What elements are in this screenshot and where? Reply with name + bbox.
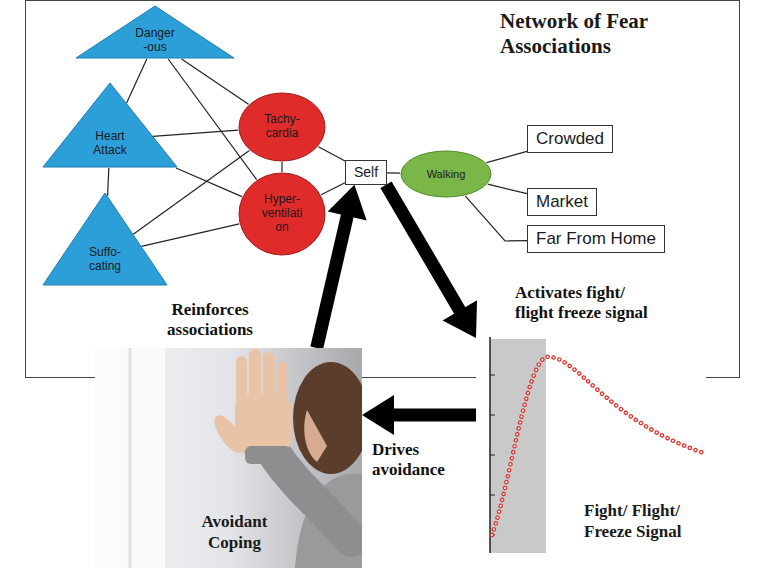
triangle-outline [76,6,234,58]
association-line [318,147,345,161]
association-line [141,224,239,247]
link-line [108,168,109,196]
self-box: Self [345,160,387,185]
node-text: Far From Home [536,229,656,249]
context-box: Crowded [527,125,613,153]
link-line [182,59,249,104]
node-text: Heart Attack [87,130,133,158]
face [304,410,327,462]
node-text: Suffo- cating [82,246,128,274]
association-line [176,168,242,197]
link-line [318,147,345,161]
axis-ticks [490,375,495,535]
sleeve-cuff [245,446,291,464]
association-line [127,59,147,103]
node-text: Self [354,164,378,181]
link-line [127,59,147,103]
link-line [321,183,345,195]
node-text: Crowded [536,129,604,149]
association-line [108,168,109,196]
thumb [209,411,249,457]
link-line [387,172,400,174]
link-line [176,168,242,197]
link-line [141,224,239,247]
photo-panel: Avoidant Coping [95,348,362,568]
symptom-ellipse: Tachy- cardia [238,92,326,162]
node-text: Danger -ous [132,27,178,55]
arrow-label: Activates fight/ flight freeze signal [515,283,660,324]
association-line [465,196,527,241]
arrow-head [362,395,394,435]
behavior-ellipse: Walking [400,150,492,198]
association-line [153,130,238,136]
arrow-head [328,185,367,221]
association-line [182,59,249,104]
window-light [95,348,165,568]
ellipse-outline [239,93,325,161]
frame-title: Network of Fear Associations [500,9,740,59]
plot-axis [489,337,491,553]
finger [277,362,288,406]
process-arrow [386,185,477,338]
triangle-outline [43,83,177,167]
node-text: Market [536,192,588,212]
association-line [487,151,528,162]
ellipse-outline [401,151,491,197]
node-text: Avoidant Coping [177,511,292,554]
arrow-head [443,300,477,338]
finger [263,352,275,404]
symptom-ellipse: Hyper- ventilati on [238,172,326,256]
context-box: Far From Home [527,225,665,253]
node-text: Fight/ Flight/ Freeze Signal [584,500,706,543]
plot-background [476,335,706,555]
arrow-label: Drives avoidance [372,440,472,481]
raised-arm [273,452,351,540]
association-line [282,162,283,172]
link-line [465,196,527,241]
link-line [488,184,527,194]
signal-plot [476,335,706,555]
arrow-shaft [317,214,348,348]
association-line [387,172,400,173]
link-line [487,151,528,162]
node-text: Walking [410,168,482,181]
arrow-shaft [386,185,461,312]
concept-triangle: Heart Attack [42,82,178,168]
finger [236,356,247,406]
context-box: Market [527,188,597,216]
association-line [321,183,345,195]
node-text: Hyper- ventilati on [257,193,307,234]
link-line [281,162,282,172]
hair [293,362,362,474]
association-line [488,184,527,194]
process-arrow [362,395,476,435]
arrow-label: Reinforces associations [135,300,285,341]
triangle-outline [43,193,167,285]
arrow-shaft [392,409,476,422]
window-bar [129,348,132,568]
finger [249,349,261,404]
concept-triangle: Suffo- cating [42,192,168,286]
concept-triangle: Danger -ous [75,5,235,59]
node-text: Tachy- cardia [259,113,305,141]
link-line [153,130,238,136]
ellipse-outline [239,173,325,255]
signal-chart: Fight/ Flight/ Freeze Signal [476,335,706,555]
